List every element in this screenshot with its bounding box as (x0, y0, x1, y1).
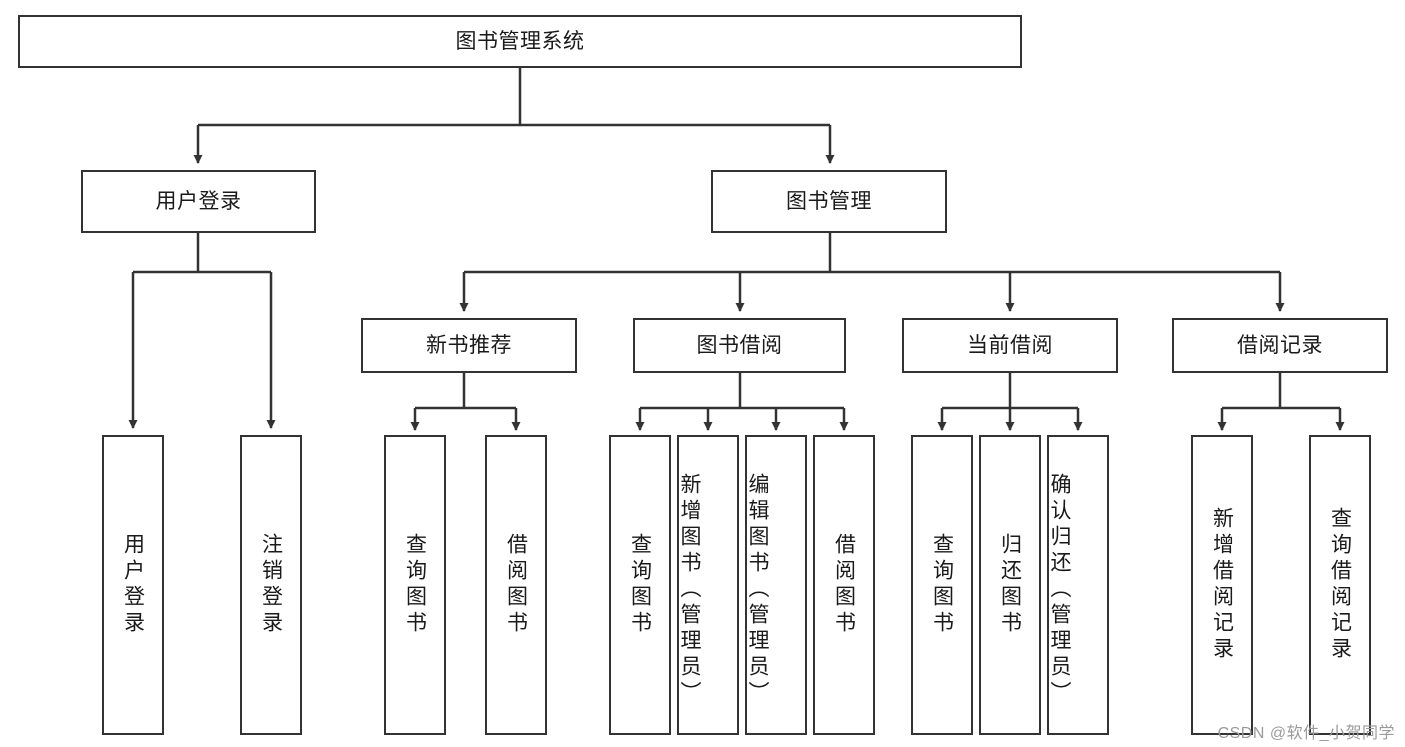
leaf-borrow-query-book[interactable]: 查询图书 (609, 435, 671, 735)
leaf-user-login-logout[interactable]: 注销登录 (240, 435, 302, 735)
node-label: 新书推荐 (426, 333, 512, 357)
leaf-record-add-record[interactable]: 新增借阅记录 (1191, 435, 1253, 735)
node-root-book-management-system[interactable]: 图书管理系统 (18, 15, 1022, 68)
leaf-current-query-book[interactable]: 查询图书 (911, 435, 973, 735)
node-label: 图书管理 (786, 189, 872, 213)
leaf-new-book-query-book[interactable]: 查询图书 (384, 435, 446, 735)
node-label: 当前借阅 (967, 333, 1053, 357)
node-label: 查询借阅记录 (1328, 507, 1352, 663)
node-label: 查询图书 (628, 533, 652, 637)
node-label: 图书管理系统 (455, 29, 585, 53)
node-label: 图书借阅 (696, 333, 783, 357)
node-label: 用户登录 (155, 189, 242, 213)
leaf-record-query-record[interactable]: 查询借阅记录 (1309, 435, 1371, 735)
node-borrow-record[interactable]: 借阅记录 (1172, 318, 1388, 373)
node-label: 新增图书（管理员） (678, 473, 701, 707)
watermark-text: CSDN @软件_小贺同学 (1217, 725, 1395, 742)
node-current-borrow[interactable]: 当前借阅 (902, 318, 1118, 373)
node-label: 用户登录 (121, 533, 145, 637)
node-label: 确认归还（管理员） (1048, 473, 1071, 707)
leaf-borrow-borrow-book[interactable]: 借阅图书 (813, 435, 875, 735)
node-label: 借阅记录 (1237, 333, 1323, 357)
leaf-new-book-borrow-book[interactable]: 借阅图书 (485, 435, 547, 735)
leaf-current-return-book[interactable]: 归还图书 (979, 435, 1041, 735)
node-label: 借阅图书 (832, 533, 856, 637)
node-user-login[interactable]: 用户登录 (81, 170, 316, 233)
node-label: 借阅图书 (504, 533, 528, 637)
node-book-management[interactable]: 图书管理 (711, 170, 947, 233)
leaf-user-login-login[interactable]: 用户登录 (102, 435, 164, 735)
leaf-borrow-edit-book-admin[interactable]: 编辑图书（管理员） (745, 435, 807, 735)
node-label: 查询图书 (403, 533, 427, 637)
node-label: 新增借阅记录 (1210, 507, 1234, 663)
node-book-borrow[interactable]: 图书借阅 (633, 318, 846, 373)
leaf-current-confirm-return-admin[interactable]: 确认归还（管理员） (1047, 435, 1109, 735)
node-label: 注销登录 (259, 533, 283, 637)
leaf-borrow-add-book-admin[interactable]: 新增图书（管理员） (677, 435, 739, 735)
node-label: 编辑图书（管理员） (746, 473, 769, 707)
node-label: 归还图书 (998, 533, 1022, 637)
node-new-book-recommend[interactable]: 新书推荐 (361, 318, 577, 373)
node-label: 查询图书 (930, 533, 954, 637)
